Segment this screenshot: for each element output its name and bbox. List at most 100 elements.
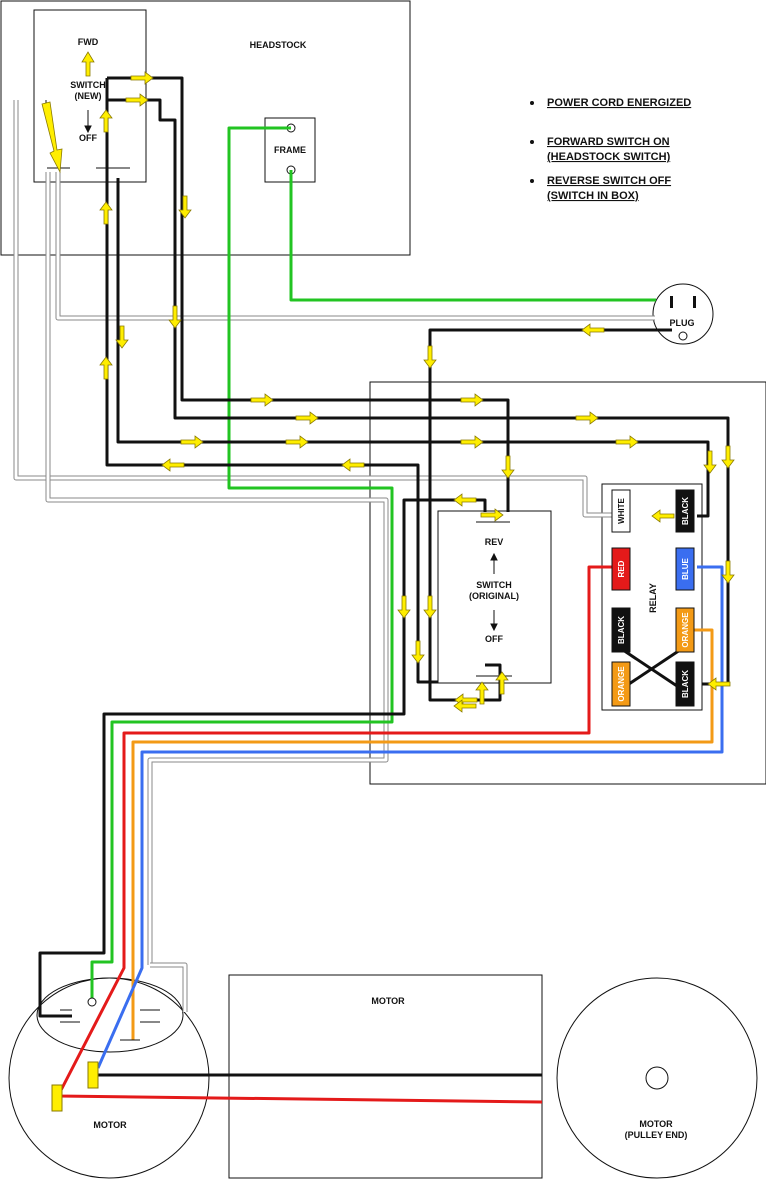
switch-enclosure-box [369,381,766,785]
flow-arrow [115,325,129,349]
note-line: (HEADSTOCK SWITCH) [547,151,671,163]
new-switch-label: SWITCH [70,80,106,90]
flow-arrow [161,458,185,472]
note-bullet [530,179,534,183]
flow-arrow [178,195,192,219]
motor-terminal-ellipse [36,977,184,1053]
rev-label: REV [485,537,504,547]
flow-arrow [99,356,113,380]
flow-arrow [99,201,113,225]
motor-pulley-sublabel: (PULLEY END) [625,1130,688,1140]
flow-arrow [397,595,411,619]
current-flow-arrows [41,51,735,713]
flow-arrow [423,345,437,369]
switch-contacts [45,100,512,1041]
motor-connector-right [87,1061,99,1089]
flow-arrow [423,595,437,619]
note-bullet [530,140,534,144]
note-line: POWER CORD ENERGIZED [547,97,691,109]
relay-terminal-label: ORANGE [681,612,690,648]
relay-terminal-label: BLUE [681,557,690,579]
flow-arrow [453,493,477,507]
fwd-label: FWD [78,37,99,47]
note-line: FORWARD SWITCH ON [547,136,670,148]
new-switch-box [33,9,147,183]
plug-prong-left [670,296,673,308]
original-switch-off-label: OFF [485,634,503,644]
flow-arrow [707,677,731,691]
original-switch-box [437,510,552,684]
flow-arrow [125,93,149,107]
relay-terminal-red: RED [611,547,631,591]
headstock-box [0,0,411,256]
flow-arrow [615,435,639,449]
green-ground-wire [90,126,394,1002]
flow-arrow [703,450,717,474]
flow-arrow [721,445,735,469]
flow-arrow [168,305,182,329]
relay-terminal-label: BLACK [681,670,690,698]
plug-label: PLUG [669,318,694,328]
flow-arrow [480,508,504,522]
motor-ground-terminal [87,997,97,1007]
flow-arrow [180,435,204,449]
flow-arrow [501,455,515,479]
blue-wire [96,565,724,1069]
relay-box [601,483,703,711]
original-switch-sublabel: (ORIGINAL) [469,591,519,601]
flow-arrow [460,435,484,449]
note-line: (SWITCH IN BOX) [547,190,639,202]
note-line: REVERSE SWITCH OFF [547,175,671,187]
headstock-label: HEADSTOCK [250,40,307,50]
relay-terminals: WHITE BLACK RED BLUE BLACK ORANGE ORANGE BLACK [611,489,695,707]
pulley-shaft [645,1066,669,1090]
plug-prong-right [693,296,696,308]
flow-arrow [411,640,425,664]
motor-end-label: MOTOR [93,1120,127,1130]
flow-arrow [575,411,599,425]
green-plug-wire [289,170,656,302]
flow-arrow [130,71,154,85]
motor-connector-left [51,1084,63,1112]
new-switch-sublabel: (NEW) [75,91,102,101]
relay-terminal-black-top: BLACK [675,489,695,533]
flow-arrow [295,411,319,425]
relay-terminal-black-left: BLACK [611,607,631,653]
flow-arrow [581,323,605,337]
white-wire-group [13,100,655,1012]
plug-ground-hole [678,331,688,341]
relay-terminal-white: WHITE [611,489,631,533]
relay-label: RELAY [648,583,658,613]
motor-side-label: MOTOR [371,996,405,1006]
flow-arrow [341,458,365,472]
relay-terminal-blue: BLUE [675,547,695,591]
flow-arrow [651,509,675,523]
flow-arrow [250,393,274,407]
motor-pulley-circle [556,977,758,1179]
relay-terminal-label: BLACK [681,497,690,525]
flow-arrow [475,681,489,705]
relay-terminal-orange-right: ORANGE [675,607,695,653]
relay-terminal-label: WHITE [617,497,626,523]
relay-terminal-orange-left: ORANGE [611,661,631,707]
orange-wire [131,628,714,1040]
relay-terminal-label: RED [617,560,626,577]
fwd-arrow [81,51,95,77]
motor-pulley-label: MOTOR [639,1119,673,1129]
relay-terminal-label: BLACK [617,616,626,644]
frame-label: FRAME [274,145,306,155]
flow-arrow [285,435,309,449]
flow-arrow [460,393,484,407]
switch-lever-arrow [41,101,63,174]
note-bullet [530,101,534,105]
flow-arrow [721,560,735,584]
relay-terminal-label: ORANGE [617,666,626,702]
plug-outlet [652,283,714,345]
flow-arrow [99,109,113,133]
flow-arrow [495,671,509,695]
new-switch-off-label: OFF [79,133,97,143]
status-notes: POWER CORD ENERGIZED FORWARD SWITCH ON (HE… [530,97,691,202]
flow-arrow [453,699,477,713]
original-switch-label: SWITCH [476,580,512,590]
